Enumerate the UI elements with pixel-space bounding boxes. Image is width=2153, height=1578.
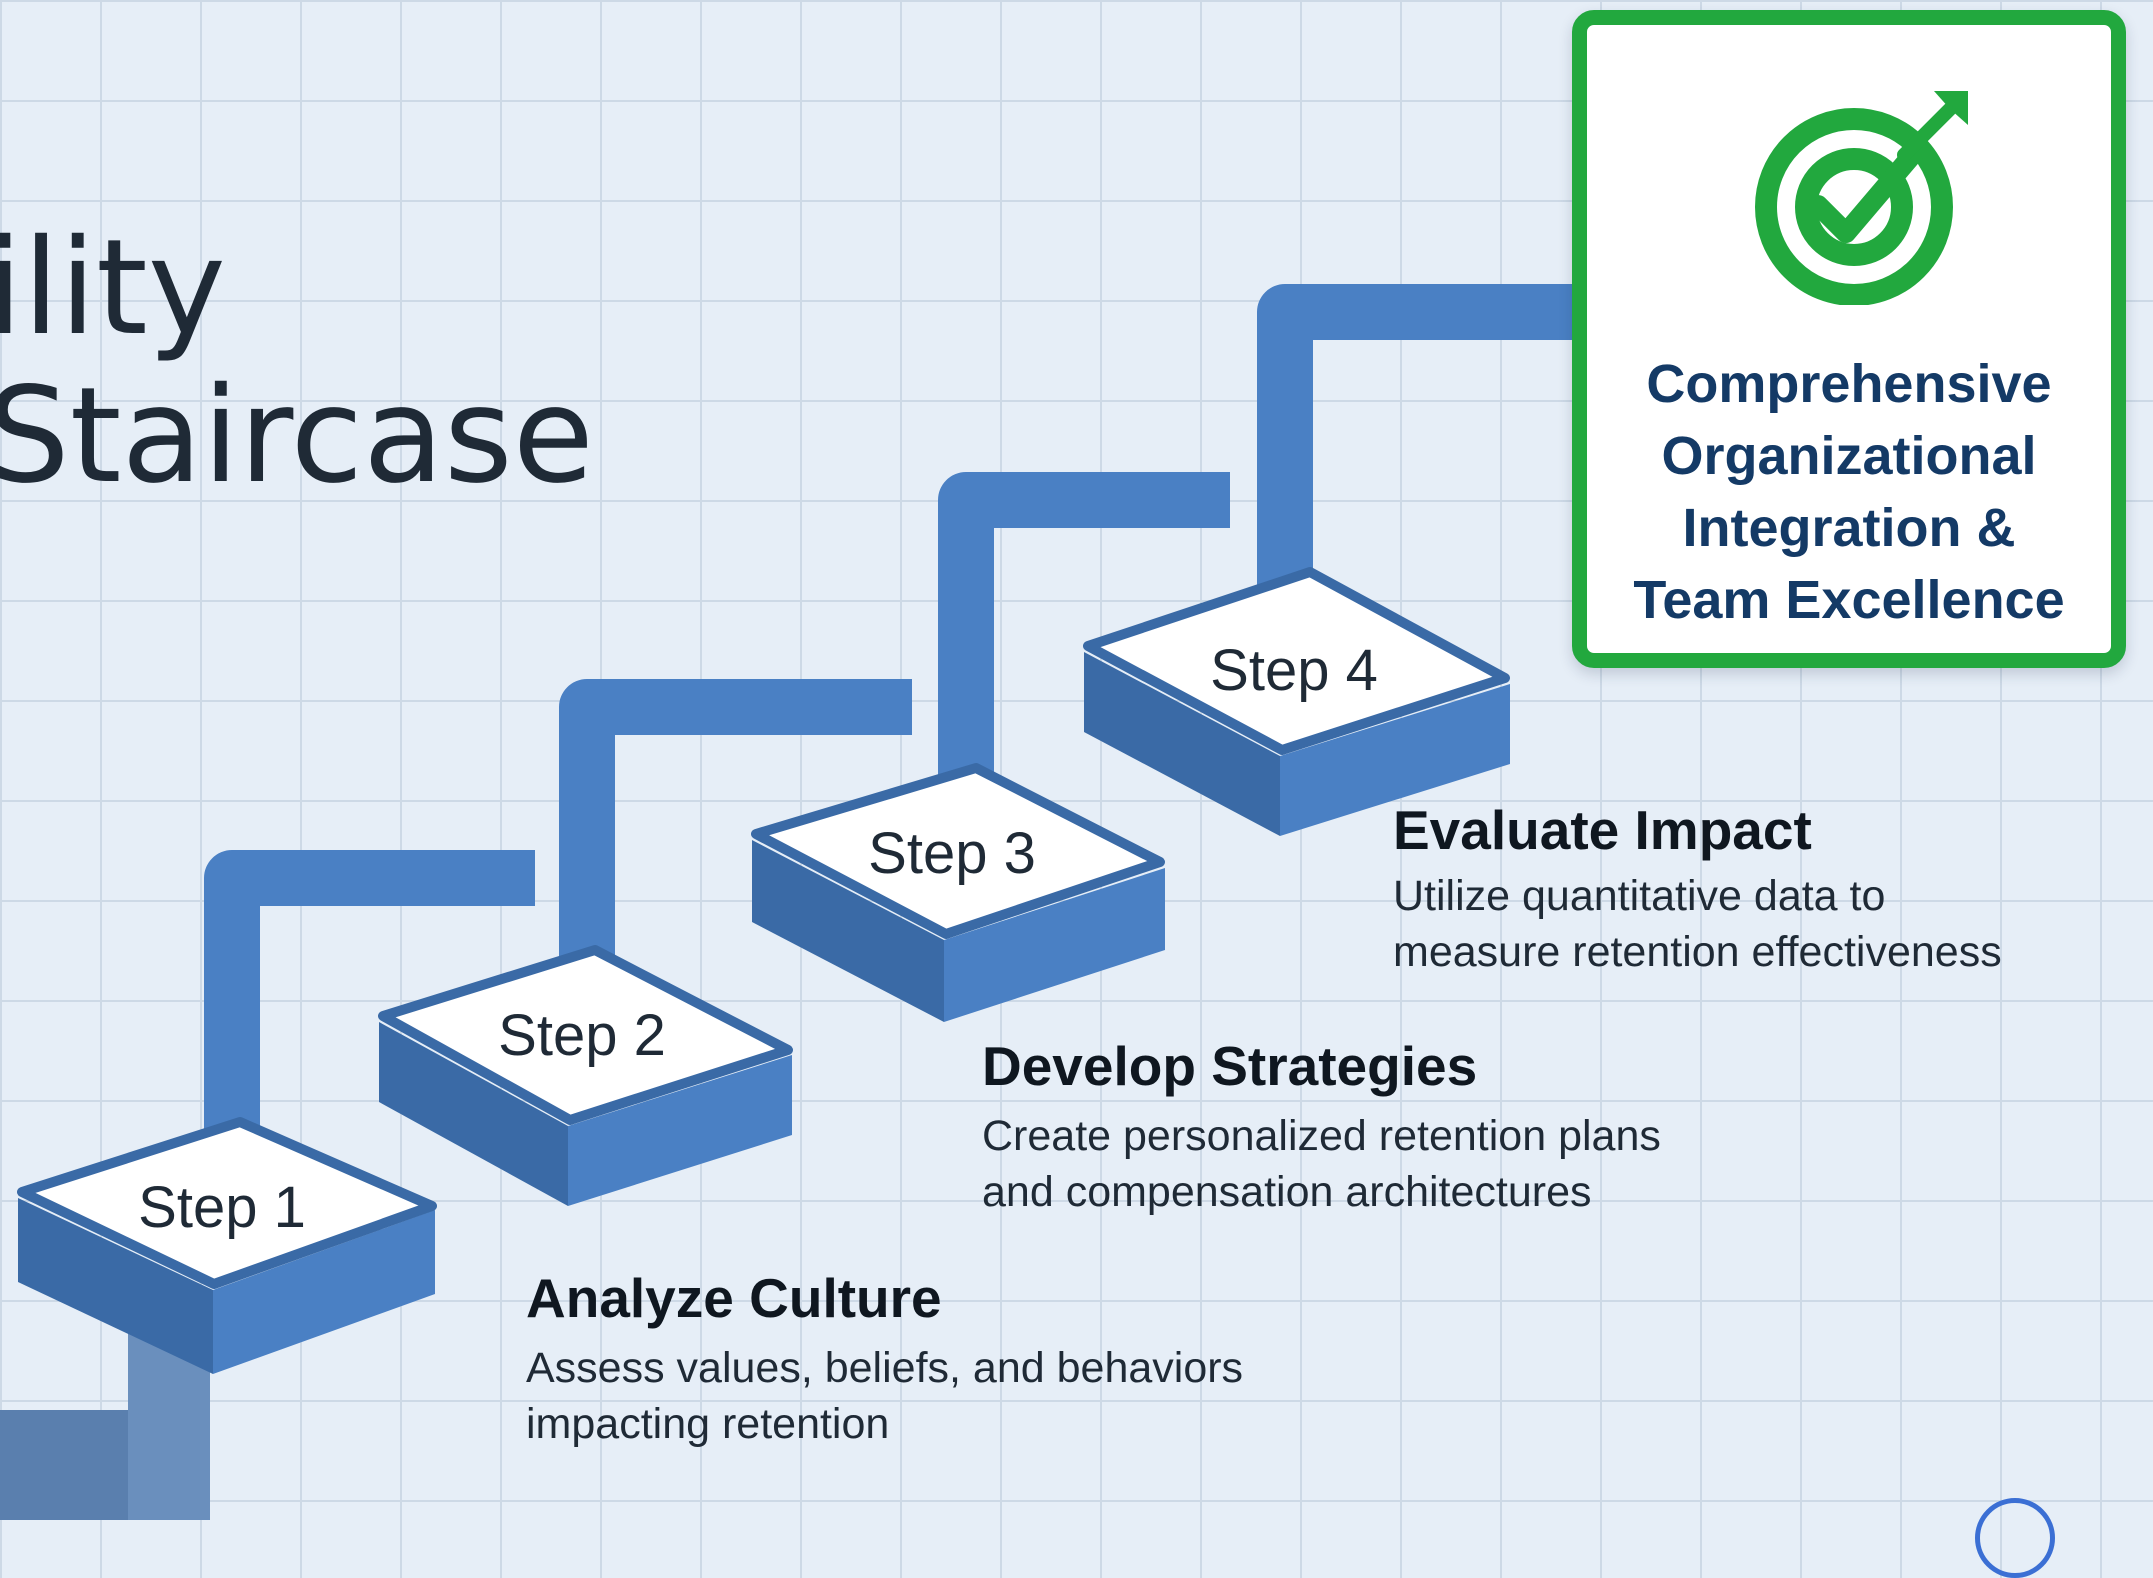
step-3-desc-line-2: and compensation architectures — [982, 1168, 1592, 1216]
goal-title: Comprehensive Organizational Integration… — [1587, 348, 2111, 636]
step-4-platform: Step 4 — [1083, 567, 1510, 836]
goal-line-4: Team Excellence — [1633, 570, 2065, 630]
step-3-description: Create personalized retention plans and … — [982, 1108, 1882, 1220]
step-3-label: Step 3 — [868, 821, 1036, 886]
stair-connector-4 — [1257, 284, 1580, 610]
title-line-2: Staircase — [0, 359, 594, 513]
step-4-desc-line-2: measure retention effectiveness — [1393, 928, 2002, 976]
step-1-platform: Step 1 — [17, 1117, 437, 1374]
stair-connector-3 — [938, 472, 1230, 795]
step-1-description: Assess values, beliefs, and behaviors im… — [526, 1340, 1426, 1452]
step-1-desc-line-1: Assess values, beliefs, and behaviors — [526, 1344, 1244, 1392]
step-3-platform: Step 3 — [751, 763, 1165, 1022]
corner-ring-icon — [1975, 1498, 2055, 1578]
step-1-heading: Analyze Culture — [526, 1267, 942, 1329]
step-1-label: Step 1 — [138, 1175, 306, 1240]
stair-connector-1 — [204, 850, 535, 1150]
staircase-base — [0, 1410, 130, 1520]
step-1-desc-line-2: impacting retention — [526, 1400, 890, 1448]
step-3-desc-line-1: Create personalized retention plans — [982, 1112, 1661, 1160]
step-2-platform: Step 2 — [378, 945, 793, 1206]
goal-card: Comprehensive Organizational Integration… — [1572, 10, 2126, 668]
step-3-heading: Develop Strategies — [982, 1035, 1478, 1097]
goal-line-1: Comprehensive — [1646, 354, 2052, 414]
step-2-label: Step 2 — [498, 1003, 666, 1068]
step-4-desc-line-1: Utilize quantitative data to — [1393, 872, 1886, 920]
staircase-diagram: Step 1 Step 2 Step 3 Step 4 — [0, 284, 1580, 1520]
title-line-1: ility — [0, 211, 226, 365]
step-4-heading: Evaluate Impact — [1393, 799, 1812, 861]
step-4-description: Utilize quantitative data to measure ret… — [1393, 868, 2153, 980]
goal-line-3: Integration & — [1682, 498, 2016, 558]
target-check-icon — [1755, 91, 1968, 305]
stair-connector-2 — [559, 679, 912, 975]
step-4-label: Step 4 — [1210, 638, 1378, 703]
goal-line-2: Organizational — [1661, 426, 2037, 486]
